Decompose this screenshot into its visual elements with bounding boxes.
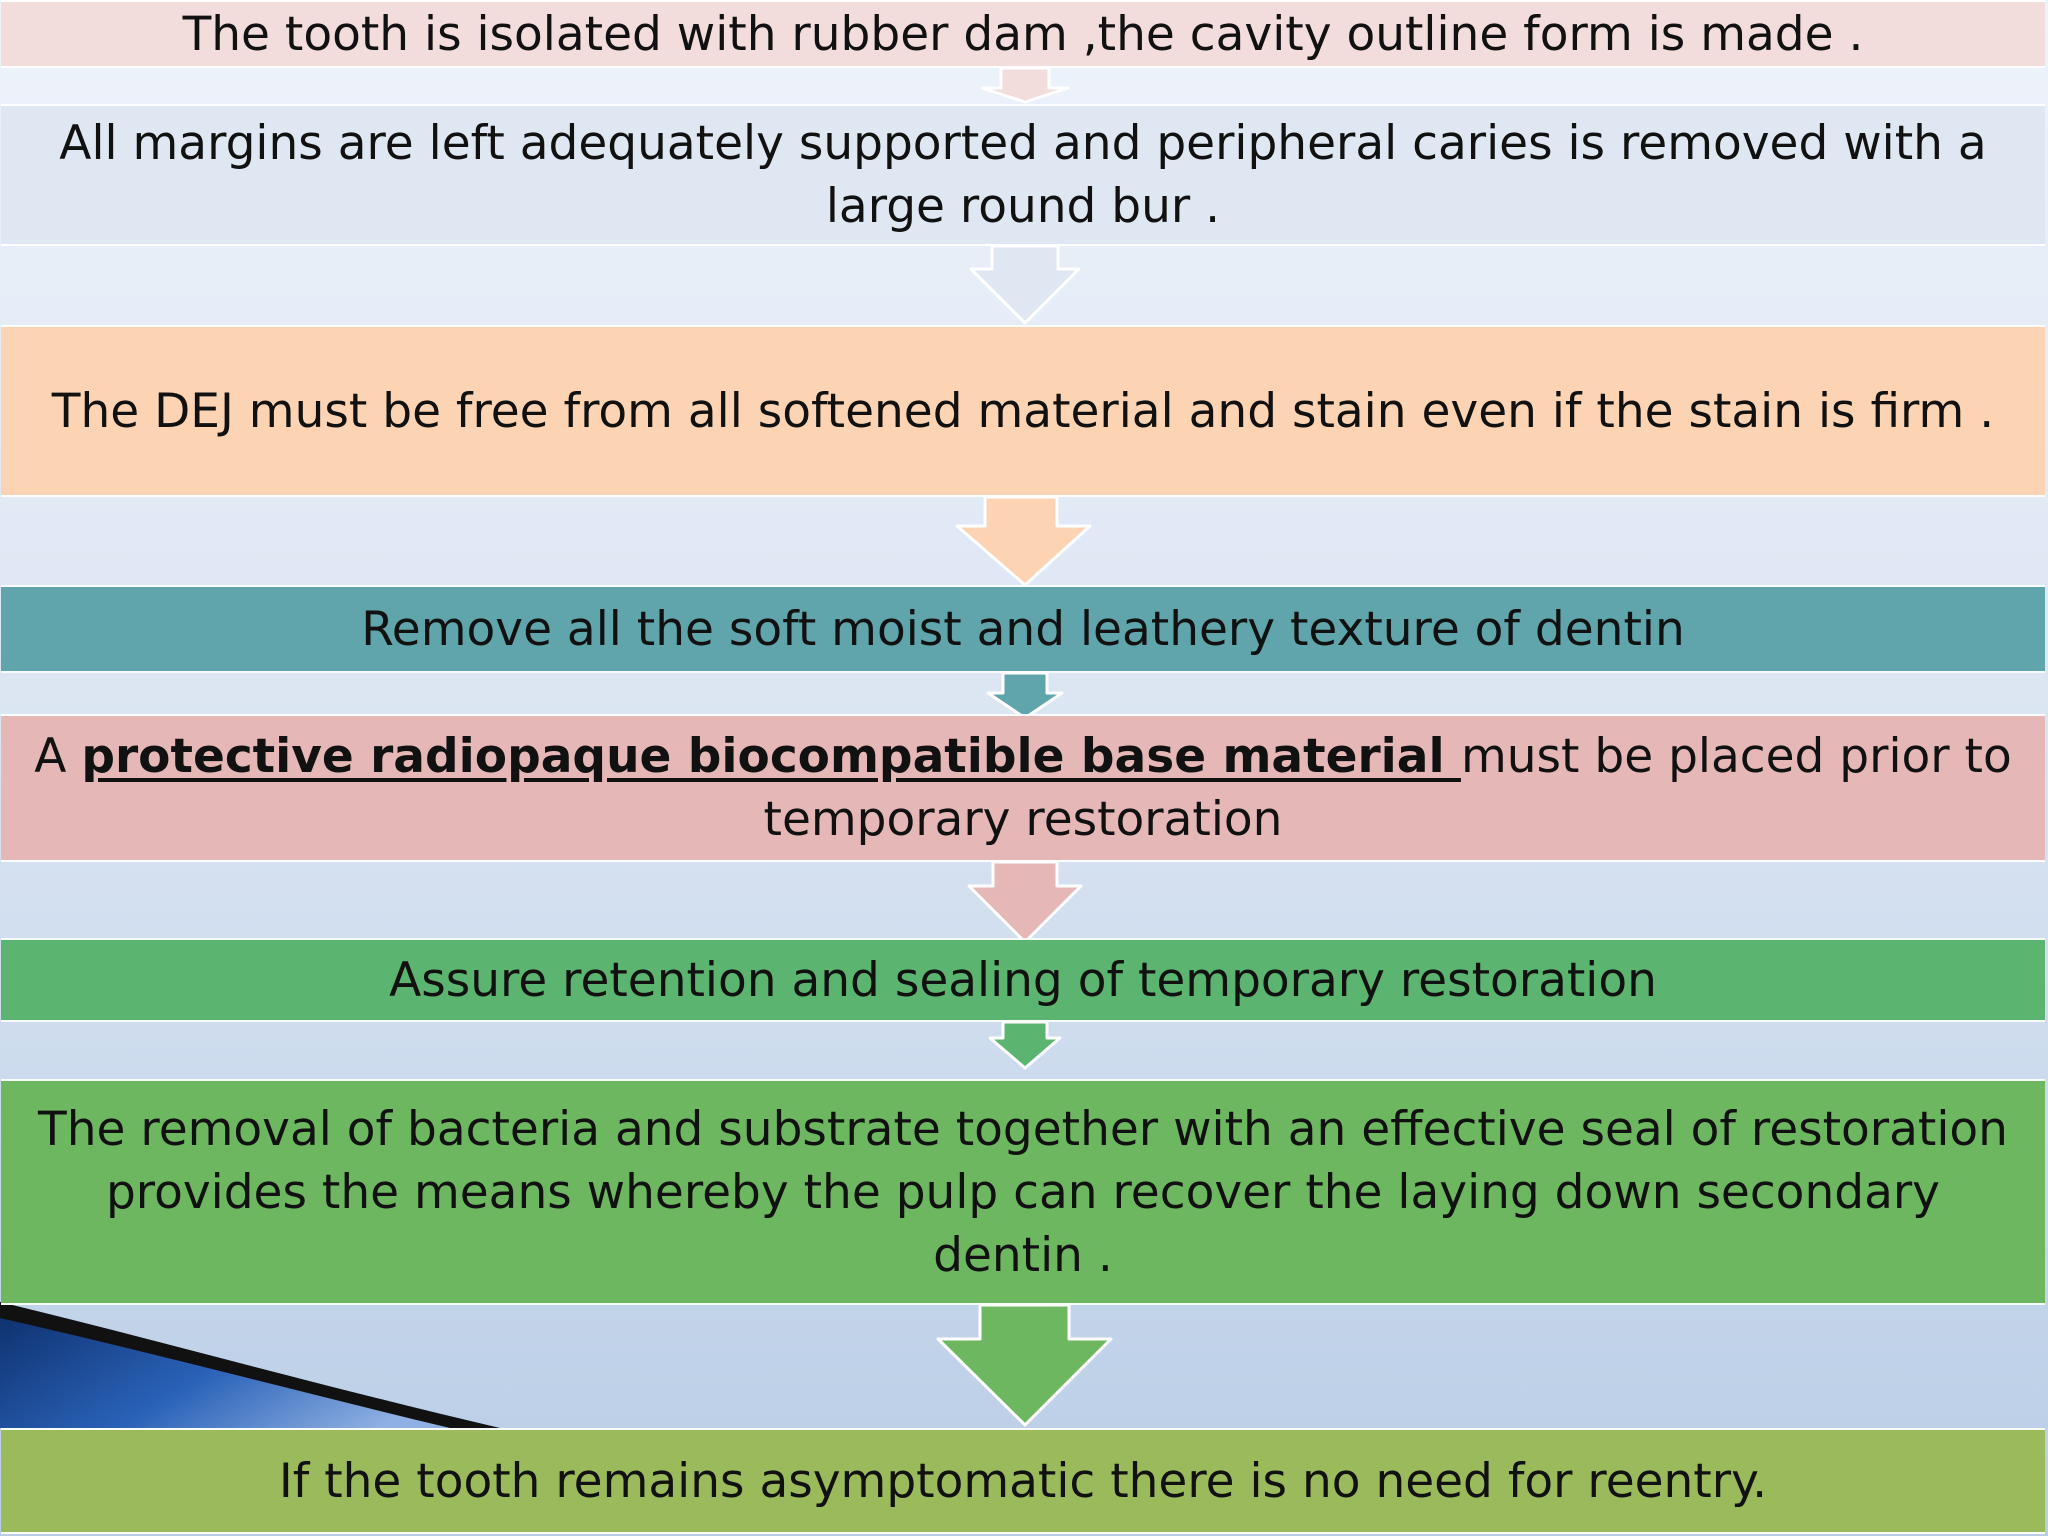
step-1-box: The tooth is isolated with rubber dam ,t…	[1, 0, 2045, 68]
step-1-text: The tooth is isolated with rubber dam ,t…	[182, 6, 1864, 62]
step-2-text: All margins are left adequately supporte…	[59, 116, 1987, 234]
step-8-text: If the tooth remains asymptomatic there …	[278, 1453, 1768, 1509]
step-6-text: Assure retention and sealing of temporar…	[389, 952, 1657, 1008]
step-4-text: Remove all the soft moist and leathery t…	[361, 601, 1685, 657]
step-8-box: If the tooth remains asymptomatic there …	[1, 1428, 2045, 1534]
step-3-box: The DEJ must be free from all softened m…	[1, 325, 2045, 497]
step-4-box: Remove all the soft moist and leathery t…	[1, 585, 2045, 673]
step-5-emphasis: protective radiopaque biocompatible base…	[81, 729, 1461, 784]
step-2-box: All margins are left adequately supporte…	[1, 104, 2045, 246]
step-5-box: A protective radiopaque biocompatible ba…	[1, 714, 2045, 862]
step-5-prefix: A	[34, 729, 82, 784]
step-7-box: The removal of bacteria and substrate to…	[1, 1079, 2045, 1305]
step-3-text: The DEJ must be free from all softened m…	[51, 383, 1995, 439]
step-7-text: The removal of bacteria and substrate to…	[38, 1101, 2008, 1283]
step-5-suffix: must be placed prior to temporary restor…	[763, 729, 2012, 847]
step-5-text: A protective radiopaque biocompatible ba…	[31, 725, 2015, 851]
step-6-box: Assure retention and sealing of temporar…	[1, 938, 2045, 1022]
